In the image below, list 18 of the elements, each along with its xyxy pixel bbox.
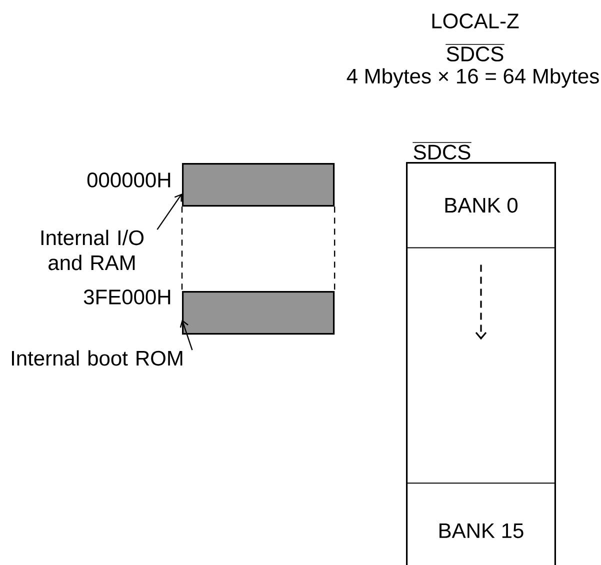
callout-text: Internal boot ROM — [12, 350, 182, 366]
heading-label: 4 Mbytes × 16 = 64 Mbytes — [346, 68, 599, 88]
bank-range-cell — [406, 247, 556, 484]
memory-block — [182, 290, 335, 335]
bank-cell: BANK 0 — [445, 198, 518, 213]
address-label: 000000H — [87, 172, 170, 188]
address-label: 3FE000H — [84, 290, 170, 304]
dashed-line — [334, 206, 336, 291]
callout-text: Internal I/O and RAM — [41, 230, 144, 270]
memory-map-column — [406, 162, 556, 565]
signal-name: SDCS — [412, 142, 472, 160]
bank-cell: BANK 15 — [440, 523, 524, 538]
heading-label: LOCAL-Z — [432, 14, 519, 28]
memory-block — [182, 162, 335, 207]
signal-name: SDCS — [445, 44, 505, 62]
leader-line — [180, 320, 193, 350]
dashed-line — [181, 206, 183, 291]
leader-line — [156, 194, 182, 230]
